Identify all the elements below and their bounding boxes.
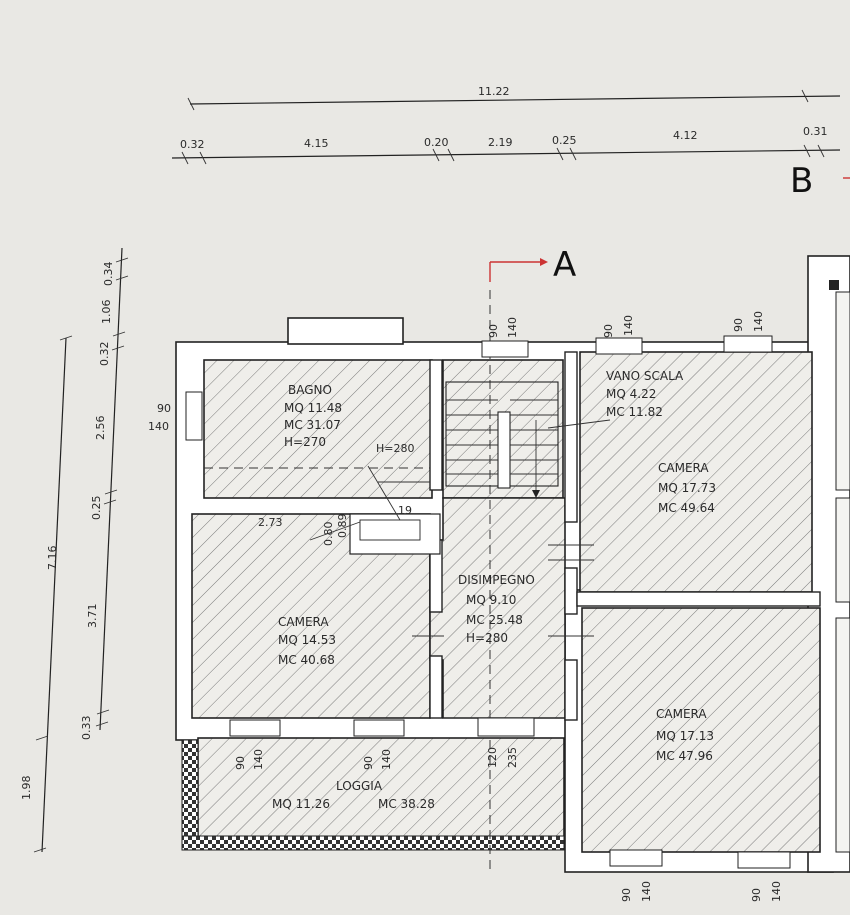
adjacent-unit-cell-3 bbox=[835, 291, 850, 491]
camera-se-mc: MC 47.96 bbox=[656, 749, 713, 763]
room-camera-se bbox=[581, 607, 821, 853]
door-marks bbox=[412, 544, 594, 637]
loggia-railing-bottom bbox=[181, 835, 565, 851]
dim-seg-2: 0.20 bbox=[424, 136, 449, 149]
stair bbox=[445, 381, 611, 498]
annot-080: 0.80 bbox=[322, 522, 335, 547]
duct-detail bbox=[309, 465, 441, 555]
w7-width: 90 bbox=[620, 888, 633, 902]
w8-height: 140 bbox=[770, 881, 783, 902]
bagno-h: H=270 bbox=[284, 435, 326, 449]
disimpegno-name: DISIMPEGNO bbox=[458, 573, 535, 587]
room-camera-ne bbox=[579, 351, 813, 593]
room-bagno bbox=[203, 359, 433, 499]
camera-w-name: CAMERA bbox=[278, 615, 329, 629]
interior-walls bbox=[204, 290, 821, 870]
room-disimpegno bbox=[429, 497, 566, 719]
room-labels: BAGNO MQ 11.48 MC 31.07 H=270 VANO SCALA… bbox=[272, 369, 716, 811]
w5-height: 140 bbox=[252, 749, 265, 770]
w5-width: 90 bbox=[234, 756, 247, 770]
bagno-mq: MQ 11.48 bbox=[284, 401, 342, 415]
dim-left-seg-2: 0.32 bbox=[98, 342, 111, 367]
vano-scala-mc: MC 11.82 bbox=[606, 405, 663, 419]
annot-19: 19 bbox=[398, 504, 412, 517]
annot-089: 0.89 bbox=[336, 514, 349, 539]
vano-scala-mq: MQ 4.22 bbox=[606, 387, 656, 401]
loggia-mq: MQ 11.26 bbox=[272, 797, 330, 811]
w6-height: 140 bbox=[380, 749, 393, 770]
w1-height: 140 bbox=[506, 317, 519, 338]
loggia-name: LOGGIA bbox=[336, 779, 383, 793]
dim-left-seg-5: 3.71 bbox=[86, 604, 99, 629]
w1-width: 90 bbox=[487, 324, 500, 338]
dim-seg-3: 2.19 bbox=[488, 136, 513, 149]
dim-left-seg-1: 1.06 bbox=[100, 300, 113, 325]
adjacent-unit-cell-2 bbox=[835, 617, 850, 853]
bagno-name: BAGNO bbox=[288, 383, 332, 397]
window-openings bbox=[185, 335, 791, 869]
camera-ne-name: CAMERA bbox=[658, 461, 709, 475]
small-annotations: H=280 2.73 0.89 0.80 19 bbox=[258, 442, 414, 546]
dim-seg-0: 0.32 bbox=[180, 138, 205, 151]
camera-se-name: CAMERA bbox=[656, 707, 707, 721]
loggia-mc: MC 38.28 bbox=[378, 797, 435, 811]
door-height: 235 bbox=[506, 747, 519, 768]
camera-ne-mc: MC 49.64 bbox=[658, 501, 715, 515]
room-loggia bbox=[197, 737, 565, 839]
w6-width: 90 bbox=[362, 756, 375, 770]
dim-left-lower: 1.98 bbox=[20, 776, 33, 801]
adjacent-unit-cell bbox=[835, 497, 850, 603]
dim-left-seg-3: 2.56 bbox=[94, 416, 107, 441]
dim-left-seg-0: 0.34 bbox=[102, 262, 115, 287]
section-a-arrow bbox=[489, 258, 548, 282]
section-marker-b: B bbox=[790, 161, 813, 201]
camera-w-mq: MQ 14.53 bbox=[278, 633, 336, 647]
w7-height: 140 bbox=[640, 881, 653, 902]
window-labels: 90 140 90 140 90 140 90 140 90 140 90 14… bbox=[148, 311, 783, 902]
chimney-block bbox=[287, 317, 404, 345]
corner-mark bbox=[829, 280, 839, 290]
loggia-railing-left bbox=[181, 739, 199, 851]
dim-seg-1: 4.15 bbox=[304, 137, 329, 150]
top-dimensions: 11.22 0.32 4.15 0.20 2.19 0.25 4.12 0.31 bbox=[171, 85, 841, 165]
bagno-mc: MC 31.07 bbox=[284, 418, 341, 432]
w2-height: 140 bbox=[622, 315, 635, 336]
left-dimensions: 7.16 1.98 0.34 1.06 0.32 2.56 0.25 3.71 … bbox=[20, 247, 129, 853]
disimpegno-h: H=280 bbox=[466, 631, 508, 645]
disimpegno-mq: MQ 9.10 bbox=[466, 593, 516, 607]
w8-width: 90 bbox=[750, 888, 763, 902]
dim-seg-6: 0.31 bbox=[803, 125, 828, 138]
camera-se-mq: MQ 17.13 bbox=[656, 729, 714, 743]
camera-ne-mq: MQ 17.73 bbox=[658, 481, 716, 495]
vano-scala-name: VANO SCALA bbox=[606, 369, 684, 383]
dim-seg-4: 0.25 bbox=[552, 134, 577, 147]
w3-height: 140 bbox=[752, 311, 765, 332]
dim-left-upper: 7.16 bbox=[46, 546, 59, 571]
dim-seg-5: 4.12 bbox=[673, 129, 698, 142]
annot-273: 2.73 bbox=[258, 516, 283, 529]
camera-w-mc: MC 40.68 bbox=[278, 653, 335, 667]
dim-overall-width: 11.22 bbox=[478, 85, 510, 98]
disimpegno-mc: MC 25.48 bbox=[466, 613, 523, 627]
dim-left-seg-6: 0.33 bbox=[80, 716, 93, 741]
w3-width: 90 bbox=[732, 318, 745, 332]
annot-h280: H=280 bbox=[376, 442, 414, 455]
dim-left-seg-4: 0.25 bbox=[90, 496, 103, 521]
door-width: 120 bbox=[486, 747, 499, 768]
w4-height: 140 bbox=[148, 420, 169, 433]
w4-width: 90 bbox=[157, 402, 171, 415]
w2-width: 90 bbox=[602, 324, 615, 338]
section-marker-a: A bbox=[553, 245, 576, 285]
